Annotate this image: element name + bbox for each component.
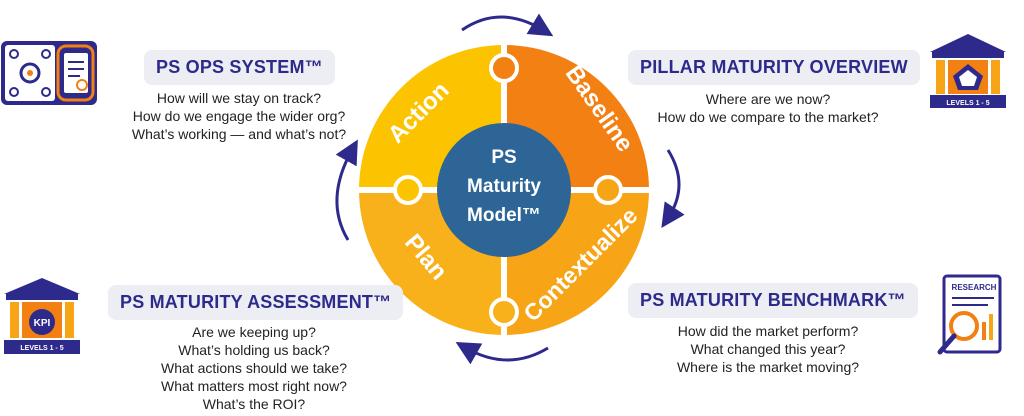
ops-system-icon [0,40,98,106]
center-line-3: Model™ [467,205,541,226]
question-item: What matters most right now? [161,378,347,394]
pillar-overview-title: PILLAR MATURITY OVERVIEW [628,50,920,85]
research-label: RESEARCH [952,283,997,292]
assessment-title: PS MATURITY ASSESSMENT™ [108,285,404,320]
assessment-temple-icon: KPI LEVELS 1 - 5 [2,276,82,356]
assessment-icon-caption: LEVELS 1 - 5 [20,345,63,352]
research-report-icon: RESEARCH [930,270,1010,362]
question-item: What changed this year? [690,341,846,357]
center-line-1: PS [491,147,516,168]
ops-system-questions: How will we stay on track? How do we eng… [108,89,370,143]
ops-system-title: PS OPS SYSTEM™ [144,50,335,85]
pillar-temple-icon: LEVELS 1 - 5 [928,32,1008,110]
center-circle [437,123,571,257]
kpi-badge: KPI [34,318,51,329]
assessment-questions: Are we keeping up? What’s holding us bac… [108,323,400,413]
question-item: How will we stay on track? [156,90,322,106]
question-item: Are we keeping up? [192,324,316,340]
cycle-arrow-bottom [455,342,549,365]
center-line-2: Maturity [467,176,541,197]
question-item: What’s the ROI? [202,396,306,412]
benchmark-title: PS MATURITY BENCHMARK™ [628,283,918,318]
puzzle-knob-left [393,175,423,205]
question-item: Where are we now? [705,91,831,107]
question-item: How do we engage the wider org? [132,108,346,124]
question-item: What’s holding us back? [178,342,330,358]
question-item: Where is the market moving? [676,359,860,375]
pillar-overview-questions: Where are we now? How do we compare to t… [630,90,906,126]
puzzle-knob-bottom [489,297,519,327]
pillar-icon-caption: LEVELS 1 - 5 [946,100,989,107]
puzzle-knob-top [489,53,519,83]
cycle-arrow-top [461,13,554,37]
question-item: What’s working — and what’s not? [131,126,347,142]
question-item: How did the market perform? [677,323,859,339]
cycle-arrow-right [661,149,685,228]
question-item: What actions should we take? [161,360,347,376]
cycle-arrow-left [335,139,358,241]
benchmark-questions: How did the market perform? What changed… [640,322,896,376]
question-item: How do we compare to the market? [657,109,879,125]
puzzle-knob-right [593,175,623,205]
